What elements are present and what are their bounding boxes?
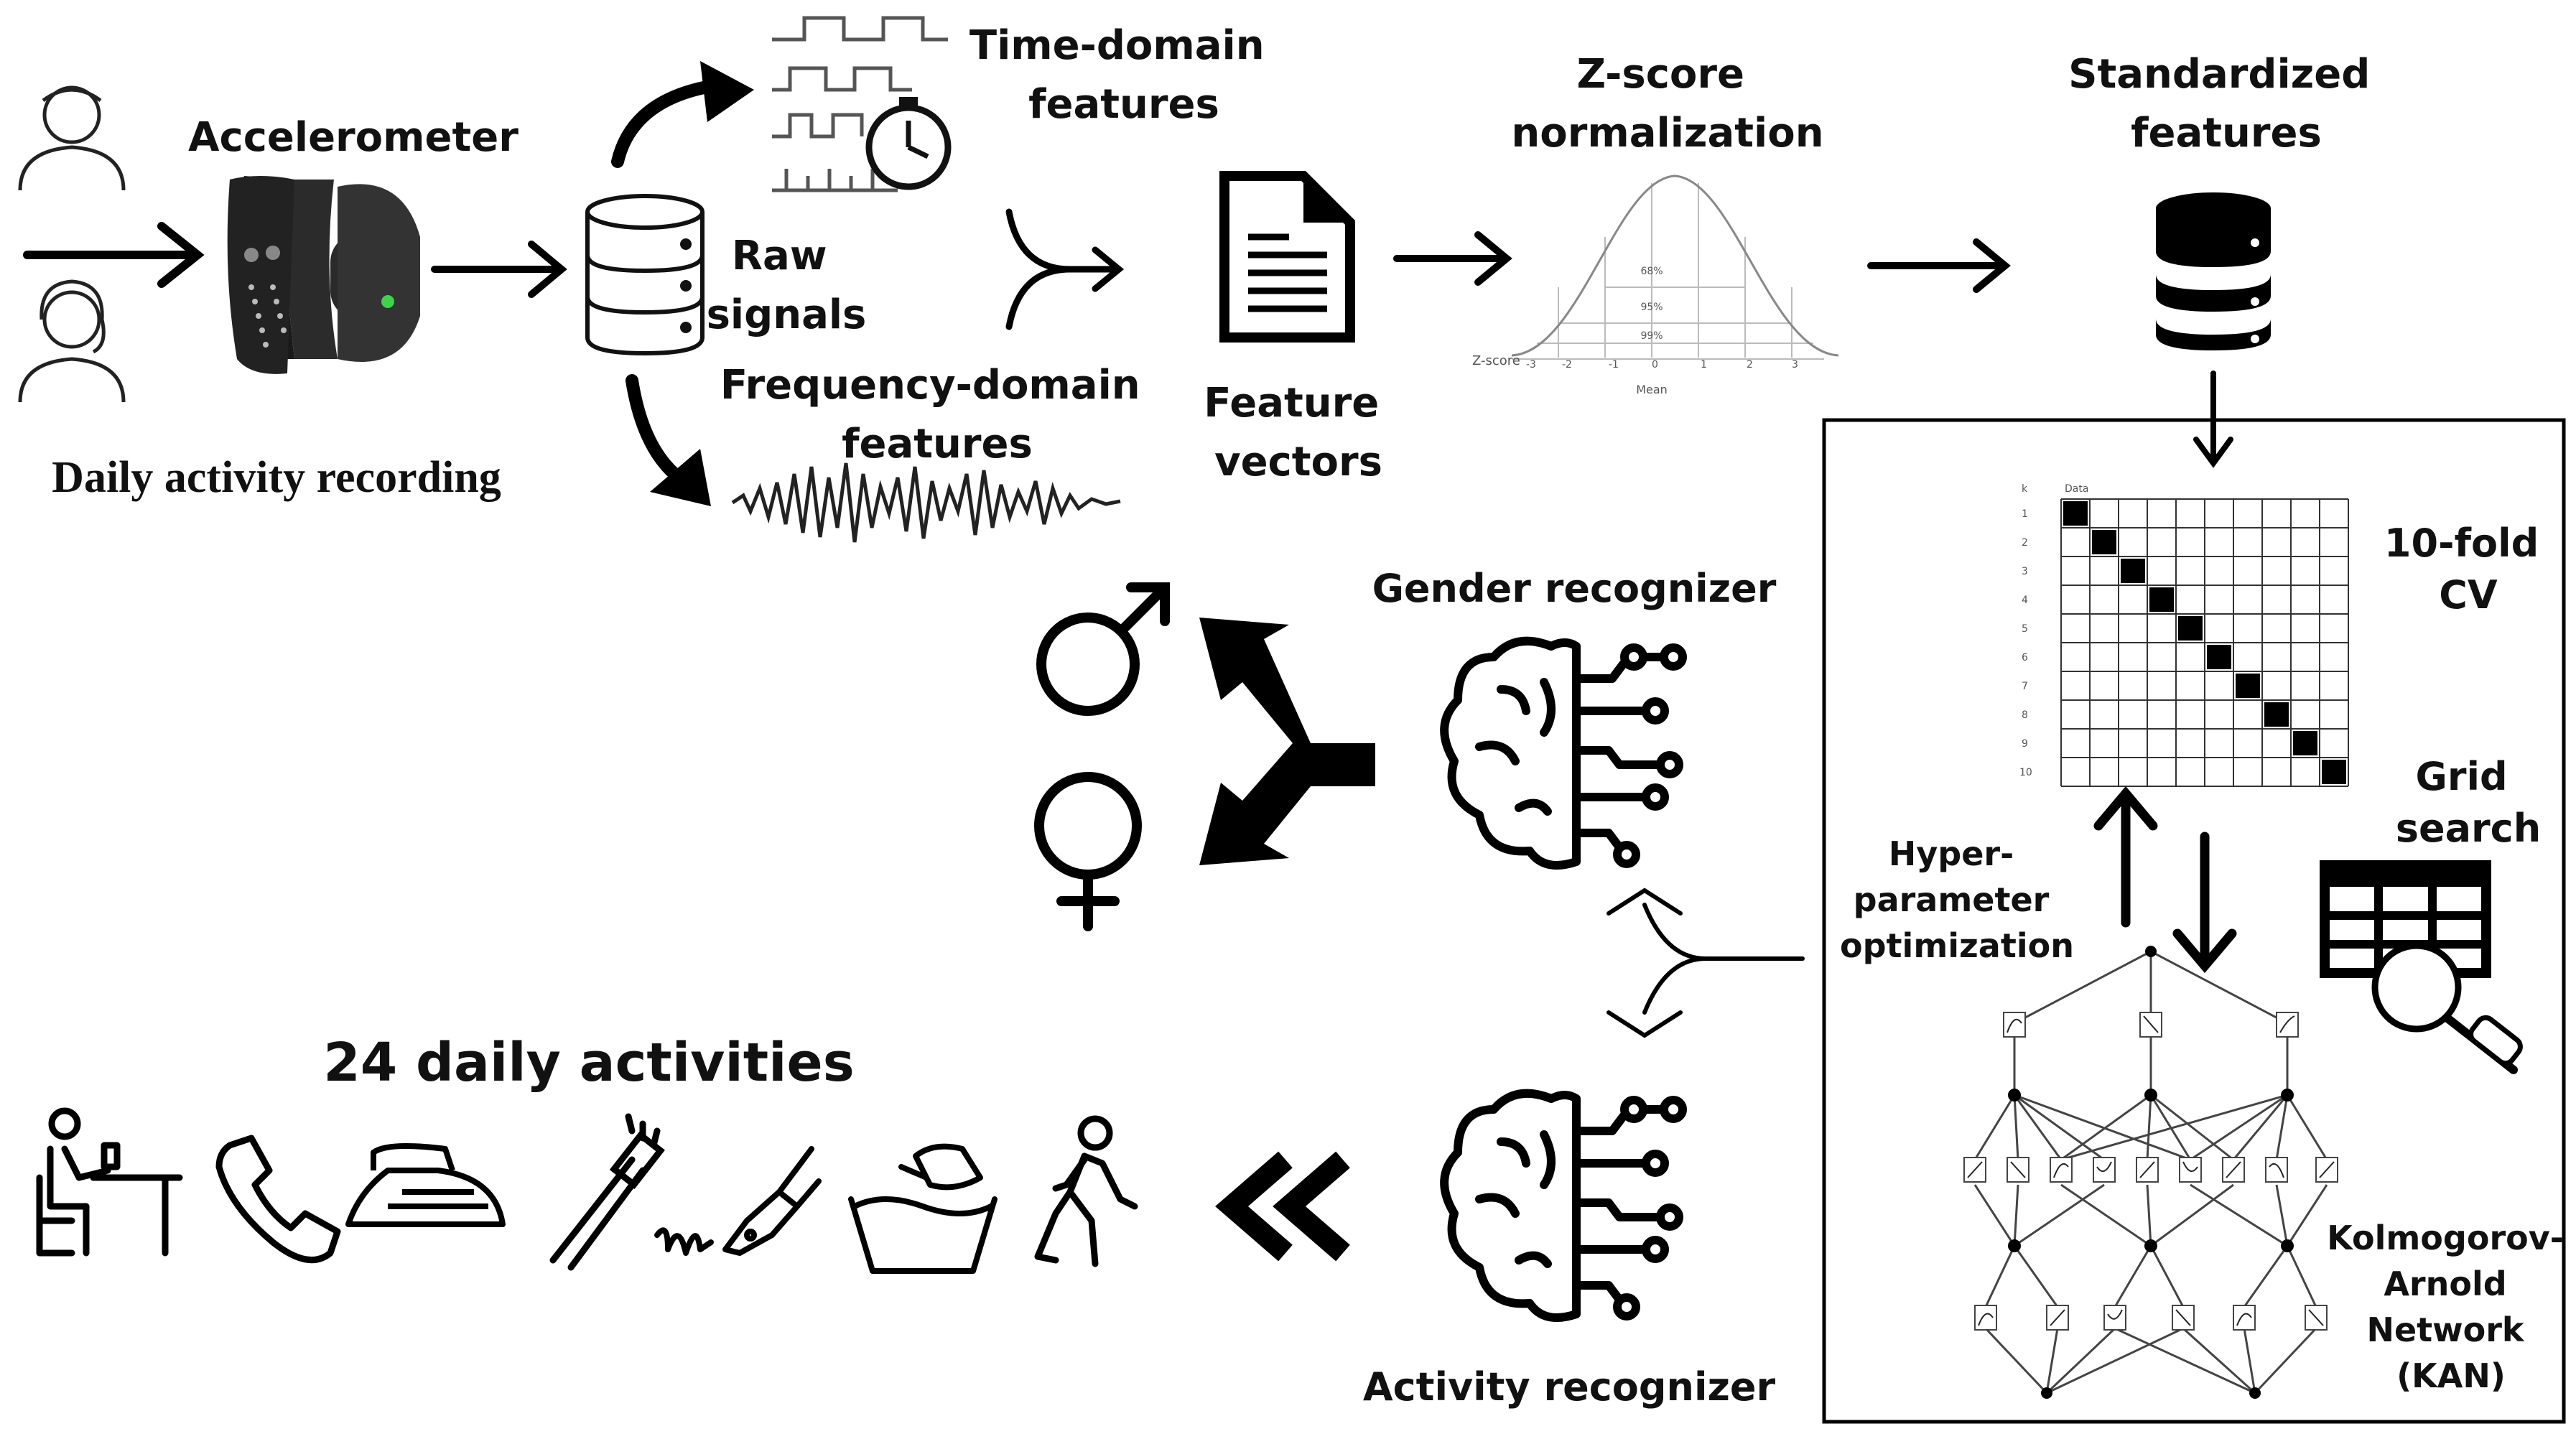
frequency-domain-label: Frequency-domain features bbox=[720, 362, 1154, 467]
accelerometer-label: Accelerometer bbox=[188, 114, 519, 161]
merge-arrow-icon bbox=[1005, 208, 1125, 330]
tick-0: 0 bbox=[1652, 359, 1658, 371]
model-training-box bbox=[1822, 418, 2566, 1424]
toothbrush-icon bbox=[549, 1113, 665, 1271]
standardized-label: Standardized features bbox=[2068, 51, 2384, 157]
sitting-at-desk-icon bbox=[36, 1107, 183, 1257]
cv-fold-3: 3 bbox=[2022, 566, 2028, 577]
arrow-zscore-to-standardized bbox=[1867, 238, 2011, 293]
cv-data-header: Data bbox=[2065, 483, 2088, 495]
tick-m2: -2 bbox=[1562, 359, 1572, 371]
branch-connector bbox=[1606, 888, 1805, 1038]
female-user-icon bbox=[18, 279, 126, 403]
feature-vectors-label: Feature vectors bbox=[1204, 380, 1393, 485]
pct-99: 99% bbox=[1640, 330, 1663, 342]
telephone-icon bbox=[215, 1135, 341, 1264]
arrow-standardized-to-box bbox=[2193, 371, 2233, 468]
wristband-icon bbox=[227, 176, 420, 374]
tick-m3: -3 bbox=[1526, 359, 1536, 371]
curved-arrow-down bbox=[626, 374, 711, 506]
cv-fold-1: 1 bbox=[2022, 508, 2028, 520]
document-icon bbox=[1219, 171, 1355, 343]
arrow-band-to-database bbox=[431, 241, 567, 298]
tick-m1: -1 bbox=[1609, 359, 1619, 371]
cv-fold-4: 4 bbox=[2022, 595, 2028, 606]
arrow-down-to-kan bbox=[2172, 832, 2237, 974]
pen-writing-icon bbox=[654, 1146, 822, 1256]
pct-95: 95% bbox=[1640, 302, 1663, 313]
gender-brain-icon bbox=[1440, 636, 1687, 870]
hyperparam-label: Hyper- parameter optimization bbox=[1840, 834, 2074, 965]
grid-search-label: Grid search bbox=[2396, 754, 2541, 851]
kan-label: Kolmogorov- Arnold Network (KAN) bbox=[2327, 1219, 2575, 1395]
grid-search-icon bbox=[2320, 860, 2523, 1074]
cv-fold-8: 8 bbox=[2022, 709, 2028, 721]
standardized-database-icon bbox=[2156, 192, 2271, 350]
time-domain-label: Time-domain features bbox=[970, 22, 1278, 128]
cv-fold-9: 9 bbox=[2022, 738, 2028, 750]
double-chevron-left-icon bbox=[1215, 1151, 1350, 1262]
kan-network-diagram bbox=[1963, 946, 2338, 1399]
daily-activity-recording-label: Daily activity recording bbox=[52, 453, 501, 502]
raw-signals-label: Raw signals bbox=[707, 233, 867, 338]
cv-label: 10-fold CV bbox=[2384, 521, 2552, 618]
clothes-iron-icon bbox=[345, 1143, 506, 1227]
cv-fold-2: 2 bbox=[2022, 537, 2028, 549]
male-symbol-icon bbox=[1036, 582, 1170, 716]
activity-brain-icon bbox=[1440, 1089, 1687, 1322]
tick-2: 2 bbox=[1747, 359, 1753, 371]
activity-recognizer-label: Activity recognizer bbox=[1363, 1364, 1776, 1410]
raw-database-icon bbox=[585, 194, 705, 356]
curved-arrow-up bbox=[611, 61, 754, 168]
daily-activities-title: 24 daily activities bbox=[323, 1032, 855, 1094]
arrow-up-to-cv bbox=[2093, 786, 2158, 928]
time-domain-signal-icon bbox=[772, 16, 948, 192]
bell-curve-chart: 68% 95% 99% Z-score -3 -2 -1 0 1 2 3 Mea… bbox=[1472, 174, 1839, 396]
mean-label: Mean bbox=[1636, 383, 1668, 396]
female-symbol-icon bbox=[1034, 772, 1142, 931]
stopwatch-icon bbox=[865, 97, 952, 190]
split-arrow-icon bbox=[1199, 618, 1375, 865]
walking-person-icon bbox=[1034, 1115, 1138, 1267]
tick-1: 1 bbox=[1701, 359, 1707, 371]
cv-fold-7: 7 bbox=[2022, 681, 2028, 692]
frequency-wave-icon bbox=[731, 462, 1121, 543]
cv-fold-6: 6 bbox=[2022, 652, 2028, 663]
cv-fold-10: 10 bbox=[2019, 767, 2032, 778]
zscore-label: Z-score normalization bbox=[1511, 51, 1823, 157]
arrow-people-to-band bbox=[23, 222, 205, 288]
arrow-doc-to-zscore bbox=[1393, 231, 1512, 286]
cv-fold-5: 5 bbox=[2022, 623, 2028, 635]
gender-recognizer-label: Gender recognizer bbox=[1372, 566, 1777, 611]
male-user-icon bbox=[18, 85, 126, 191]
tick-3: 3 bbox=[1792, 359, 1798, 371]
pct-68: 68% bbox=[1640, 266, 1663, 277]
hand-washing-icon bbox=[848, 1143, 998, 1274]
cv-k-header: k bbox=[2022, 483, 2028, 495]
cv-grid-chart: k Data 1 2 3 4 5 6 7 8 9 10 bbox=[2019, 483, 2349, 787]
zscore-axis-caption: Z-score bbox=[1472, 353, 1520, 368]
